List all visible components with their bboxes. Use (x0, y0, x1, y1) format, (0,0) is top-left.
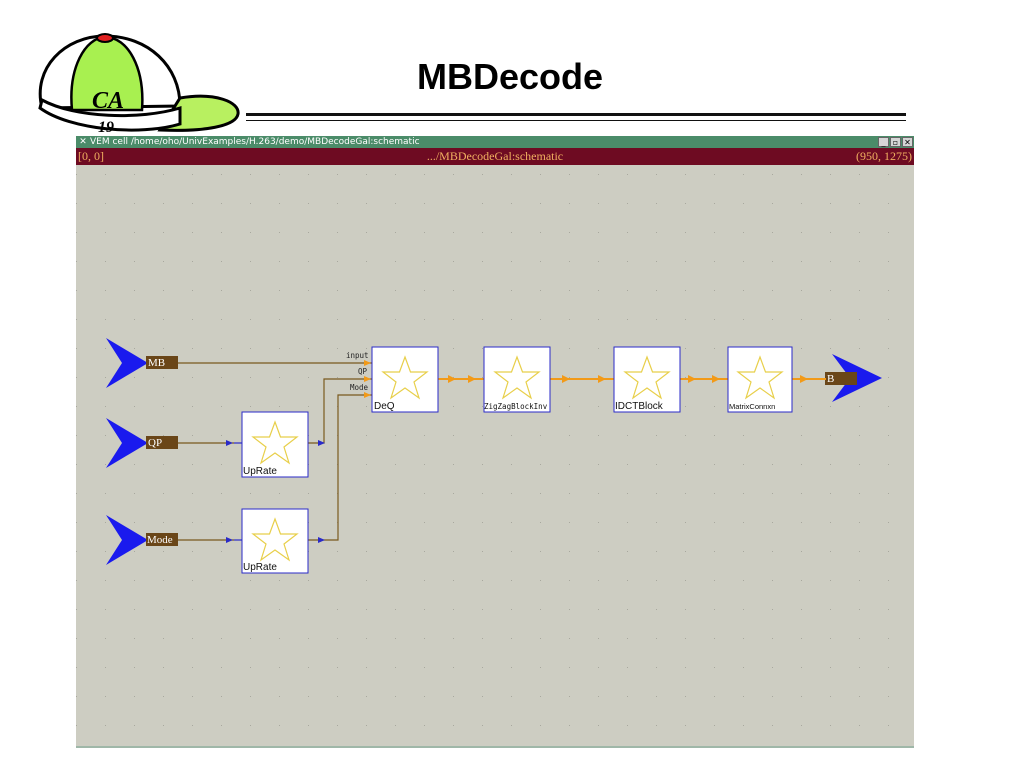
wire-arrowhead (226, 440, 233, 446)
input-label-qp: QP (148, 437, 162, 449)
block-deq-label: DeQ (374, 401, 395, 412)
vem-window[interactable]: ✕VEM cell /home/oho/UnivExamples/H.263/d… (76, 136, 914, 748)
wire-arrowhead (318, 537, 325, 543)
wire-arrowhead (598, 375, 606, 383)
wire-arrowhead (364, 360, 371, 366)
block-uprate-qp-label: UpRate (243, 466, 277, 477)
star-icon (251, 517, 299, 562)
input-label-mb: MB (148, 357, 165, 369)
input-label-box-qp (146, 436, 178, 449)
block-idct[interactable]: IDCTBlock (613, 346, 681, 413)
window-title: VEM cell /home/oho/UnivExamples/H.263/de… (90, 137, 420, 147)
minimize-button[interactable]: _ (878, 137, 889, 147)
schematic-canvas[interactable]: MB QP Mode B (76, 136, 914, 748)
logo-text: CA (92, 88, 124, 114)
maximize-button[interactable]: ▫ (890, 137, 901, 147)
wire-arrowhead (688, 375, 696, 383)
star-icon (381, 355, 429, 400)
wire-arrowhead (364, 376, 371, 382)
wire-arrowhead (712, 375, 720, 383)
star-icon (623, 355, 671, 400)
wire-arrowhead (318, 440, 325, 446)
block-idct-label: IDCTBlock (615, 401, 664, 412)
block-matrix[interactable]: MatrixConnxn (727, 346, 793, 413)
block-zigzag[interactable]: ZigZagBlockInv (483, 346, 551, 413)
star-icon (493, 355, 541, 400)
wire-uprate-qp-to-deq[interactable] (308, 378, 372, 444)
wire-arrowhead (800, 375, 808, 383)
port-label-mode: Mode (350, 383, 369, 392)
input-label-mode: Mode (147, 534, 173, 546)
status-cursor-coords: (950, 1275) (856, 149, 912, 163)
block-zigzag-label: ZigZagBlockInv (484, 402, 548, 411)
status-origin-coords: [0, 0] (78, 149, 104, 163)
port-label-qp: QP (358, 367, 368, 376)
port-label-input: input (346, 351, 369, 360)
input-port-qp-arrow[interactable] (106, 418, 148, 468)
input-port-mb-arrow[interactable] (106, 338, 148, 388)
close-button[interactable]: ✕ (902, 137, 913, 147)
wire-arrowhead (226, 537, 233, 543)
block-uprate-mode-label: UpRate (243, 562, 277, 573)
status-cell-path: .../MBDecodeGal:schematic (426, 149, 564, 163)
output-label-b: B (827, 373, 834, 385)
logo-subtext: 19 (98, 119, 114, 136)
block-uprate-qp[interactable]: UpRate (241, 411, 309, 478)
star-icon (736, 355, 784, 400)
x-window-icon[interactable]: ✕ (79, 137, 87, 147)
wire-arrowhead (468, 375, 476, 383)
input-port-mode-arrow[interactable] (106, 515, 148, 565)
cap-band (38, 97, 182, 132)
input-label-box-mb (146, 356, 178, 369)
output-label-box-b (825, 372, 857, 385)
star-icon (251, 420, 299, 465)
block-deq[interactable]: DeQ (371, 346, 439, 413)
status-bar: .../MBDecodeGal:schematic [0, 0] (950, 1… (76, 148, 914, 165)
title-rule (246, 113, 906, 121)
wire-arrowhead (448, 375, 456, 383)
cap-logo: CA 19 (38, 33, 240, 136)
grid-dots (76, 165, 914, 748)
cap-button (96, 33, 114, 43)
window-titlebar[interactable]: ✕VEM cell /home/oho/UnivExamples/H.263/d… (76, 136, 914, 148)
block-uprate-mode[interactable]: UpRate (241, 508, 309, 574)
wire-arrowhead (562, 375, 570, 383)
input-label-box-mode (146, 533, 178, 546)
page-title: MBDecode (416, 56, 604, 97)
block-matrix-label: MatrixConnxn (729, 402, 775, 411)
wire-arrowhead (364, 392, 371, 398)
